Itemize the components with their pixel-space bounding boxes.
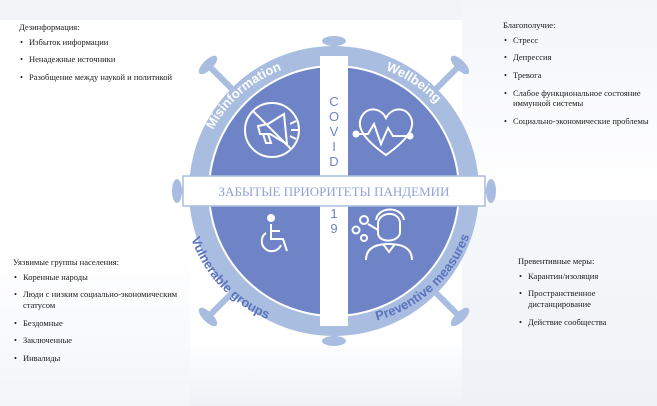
knob-top-right — [450, 55, 470, 75]
vulnerable-groups-list: Коренные народы Люди с низким социально-… — [13, 272, 193, 364]
center-title: ЗАБЫТЫЕ ПРИОРИТЕТЫ ПАНДЕМИИ — [219, 184, 450, 199]
wellbeing-list: Стресс Депрессия Тревога Слабое функцион… — [503, 35, 651, 127]
covid-letter-i: I — [332, 139, 336, 154]
list-item: Заключенные — [13, 335, 193, 346]
wheelchair-icon — [260, 214, 288, 253]
list-item: Ненадежные источники — [19, 54, 219, 65]
list-item: Люди с низким социально-экономическим ст… — [13, 289, 193, 310]
list-item: Бездомные — [13, 318, 193, 329]
covid-letter-o: O — [329, 109, 339, 124]
knob-top — [322, 36, 346, 46]
wellbeing-textbox: Благополучие: Стресс Депрессия Тревога С… — [503, 20, 651, 133]
vulnerable-groups-heading: Уязвимые группы населения: — [13, 257, 120, 267]
knob-left — [172, 179, 182, 203]
preventive-measures-list: Карантин/изоляция Пространственное диста… — [518, 271, 648, 328]
list-item: Пространственное дистанцирование — [518, 288, 648, 309]
vulnerable-groups-textbox: Уязвимые группы населения: Коренные наро… — [13, 257, 193, 370]
knob-bottom-left — [198, 307, 218, 327]
list-item: Стресс — [503, 35, 651, 46]
covid-letter-d: D — [329, 154, 338, 169]
center-band — [182, 175, 486, 207]
knob-bottom — [322, 336, 346, 346]
misinformation-list: Избыток информации Ненадежные источники … — [19, 37, 219, 83]
list-item: Карантин/изоляция — [518, 271, 648, 282]
list-item: Действие сообщества — [518, 317, 648, 328]
wellbeing-heading: Благополучие: — [503, 20, 556, 30]
megaphone-crossed-icon — [244, 102, 300, 158]
misinformation-textbox: Дезинформация: Избыток информации Ненаде… — [19, 22, 219, 90]
list-item: Избыток информации — [19, 37, 219, 48]
preventive-measures-textbox: Превентивные меры: Карантин/изоляция Про… — [518, 256, 648, 334]
person-virus-icon — [351, 208, 413, 261]
preventive-measures-heading: Превентивные меры: — [518, 256, 595, 266]
covid-letters: C O V I D 1 9 — [329, 94, 339, 236]
list-item: Коренные народы — [13, 272, 193, 283]
list-item: Разобщение между наукой и политикой — [19, 72, 219, 83]
covid-letter-c: C — [329, 94, 338, 109]
knob-bottom-right — [450, 307, 470, 327]
misinformation-heading: Дезинформация: — [19, 22, 80, 32]
list-item: Слабое функциональное состояние иммунной… — [503, 88, 651, 109]
covid-digit-1: 1 — [330, 206, 337, 221]
covid-letter-v: V — [330, 124, 339, 139]
covid-digit-9: 9 — [330, 221, 337, 236]
list-item: Депрессия — [503, 52, 651, 63]
list-item: Социально-экономические проблемы — [503, 116, 651, 127]
list-item: Тревога — [503, 70, 651, 81]
heart-pulse-icon — [352, 108, 414, 157]
knob-right — [486, 179, 496, 203]
background-panel-bottom — [190, 340, 462, 406]
list-item: Инвалиды — [13, 353, 193, 364]
